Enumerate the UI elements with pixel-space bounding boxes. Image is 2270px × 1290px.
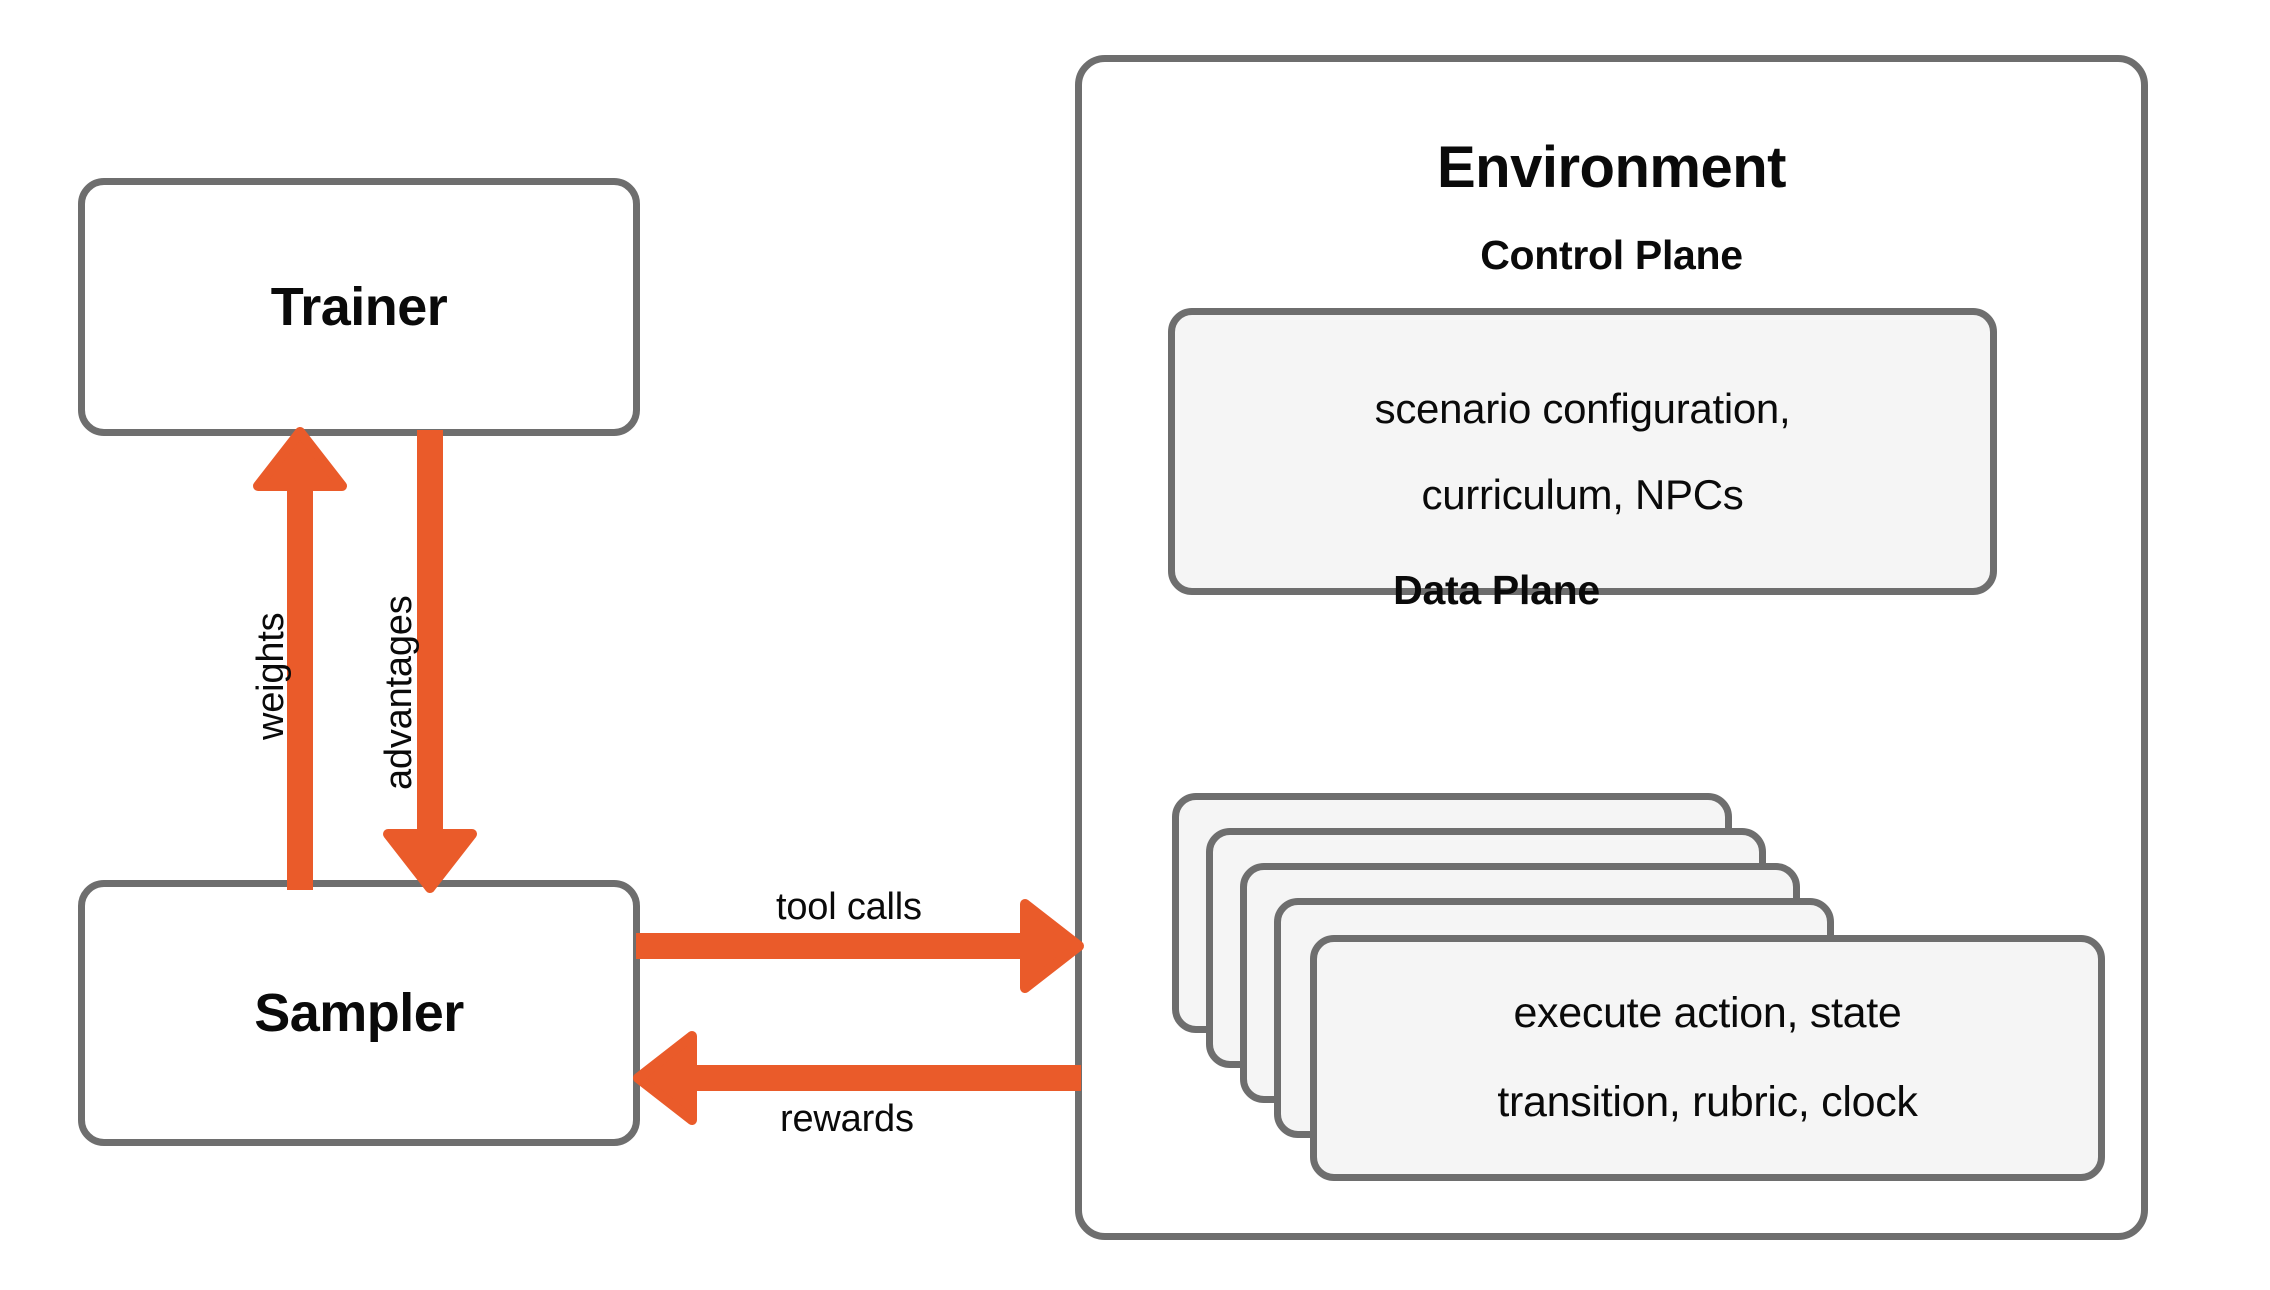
control-plane-card-line-2: curriculum, NPCs: [1421, 470, 1744, 518]
data-plane-title: Data Plane: [1393, 567, 1600, 613]
environment-title: Environment: [1437, 135, 1787, 200]
data-plane-card-line-1: execute action, state: [1513, 989, 1902, 1037]
advantages-label: advantages: [378, 595, 420, 791]
trainer-label: Trainer: [270, 277, 448, 337]
control-plane-card-line-1: scenario configuration,: [1374, 384, 1791, 432]
control-plane-card[interactable]: scenario configuration, curriculum, NPCs: [1168, 308, 1997, 595]
sampler-label: Sampler: [254, 983, 464, 1043]
weights-label: weights: [250, 612, 292, 740]
tool-calls-label: tool calls: [776, 886, 922, 928]
control-plane-title: Control Plane: [1480, 232, 1743, 278]
data-plane-card-front[interactable]: execute action, state transition, rubric…: [1310, 935, 2105, 1181]
sampler-node[interactable]: Sampler: [78, 880, 640, 1146]
rewards-label: rewards: [780, 1098, 914, 1140]
data-plane-card-line-2: transition, rubric, clock: [1497, 1078, 1918, 1126]
trainer-node[interactable]: Trainer: [78, 178, 640, 436]
